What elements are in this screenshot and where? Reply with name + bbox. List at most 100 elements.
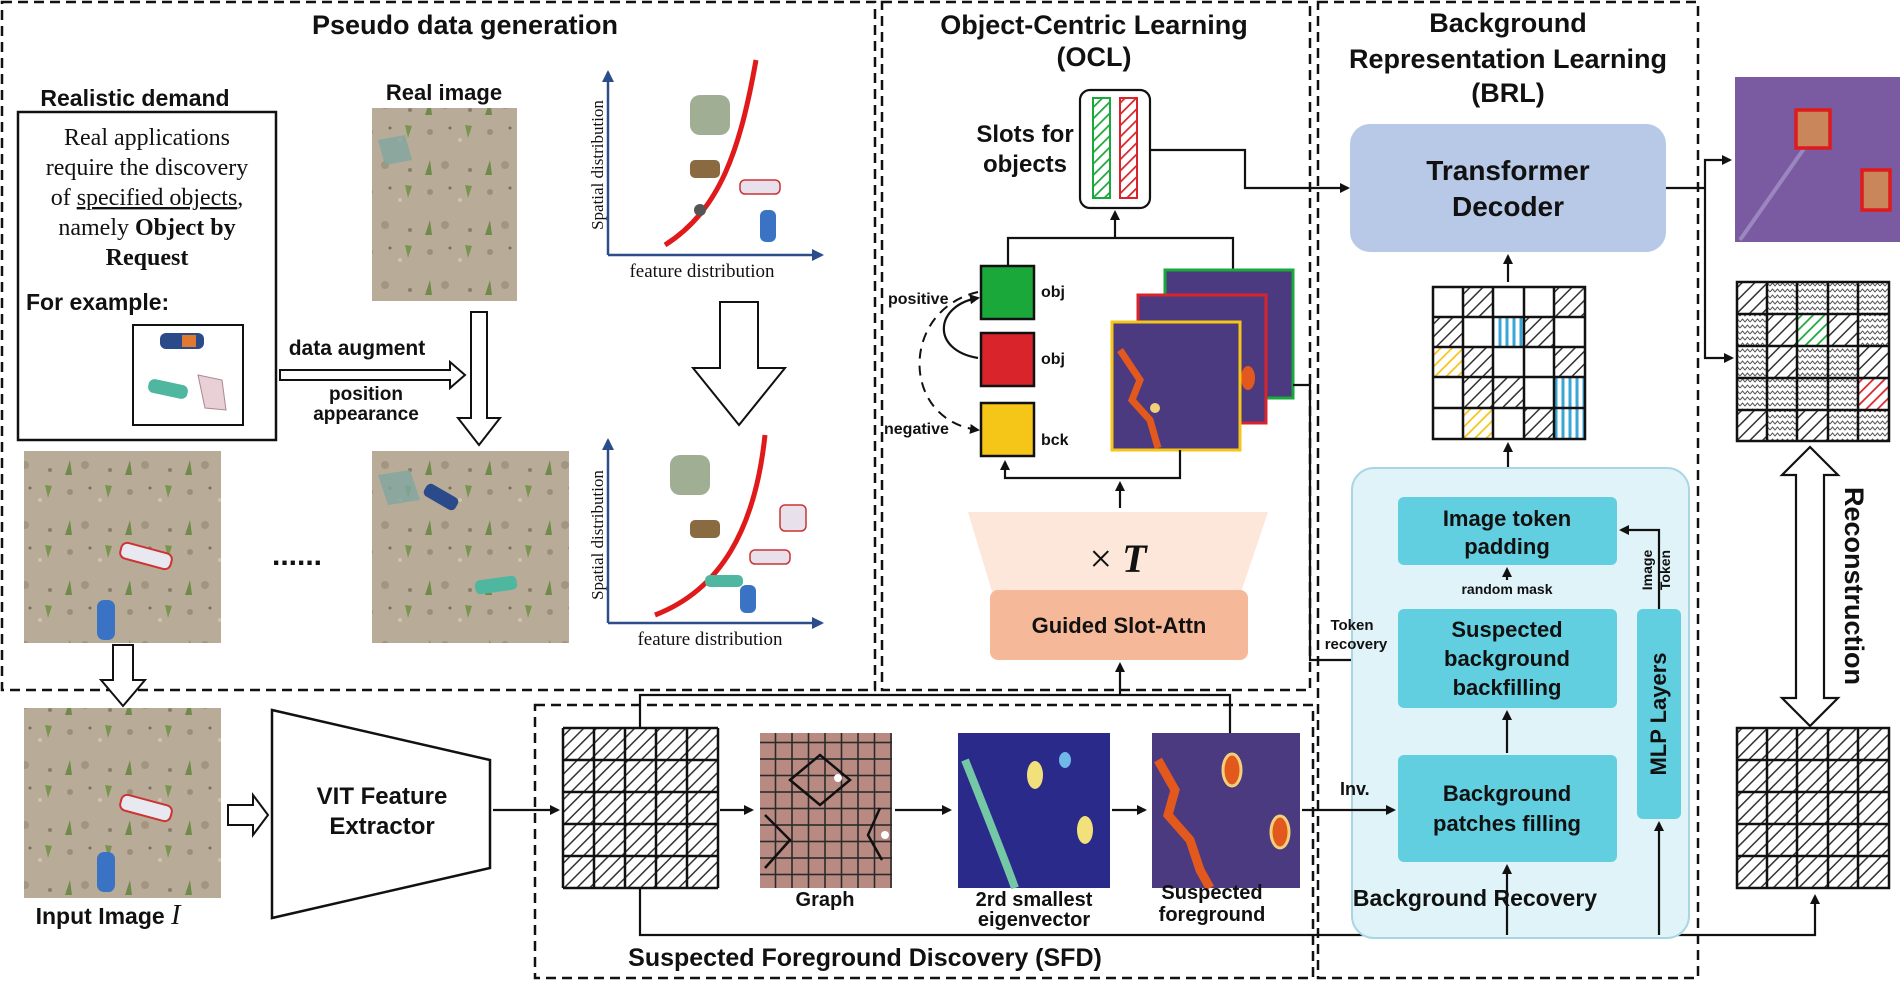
decoder-label-1: Transformer (1426, 155, 1589, 186)
ocl-region-border (880, 0, 1312, 692)
guided-slot-attn-label: Guided Slot-Attn (1032, 613, 1207, 638)
filling-label-1: Background (1443, 781, 1571, 806)
input-image (24, 708, 221, 898)
image-token-padding-box (1398, 497, 1617, 565)
suspected-foreground-map (1152, 733, 1300, 891)
image-token-label-2: Token (1657, 550, 1673, 590)
pseudo-region-border (0, 0, 877, 692)
realistic-line-1: Real applications (64, 125, 230, 151)
guided-slot-attn-box (990, 590, 1248, 660)
pseudo-sample-image (24, 451, 221, 643)
for-example-label: For example: (26, 289, 169, 315)
positive-arc (942, 294, 980, 360)
target-token-grid (1735, 726, 1891, 890)
brl-region-border (1316, 0, 1700, 980)
random-mask-label: random mask (1461, 581, 1552, 597)
mlp-layers-box (1637, 609, 1681, 819)
eigen-label-1: 2rd smallest (976, 889, 1093, 911)
realistic-line-4: namely Object by (58, 215, 235, 241)
sfd-feature-grid (561, 726, 720, 890)
transformer-decoder-box (1350, 124, 1666, 252)
feature-label-top: feature distribution (629, 261, 775, 282)
feature-label-bottom: feature distribution (637, 629, 783, 650)
padding-label-2: padding (1464, 534, 1550, 559)
mlp-to-padding-connector (1619, 525, 1661, 609)
realistic-line-2: require the discovery (46, 155, 249, 181)
backfill-label-3: backfilling (1453, 675, 1562, 700)
padding-label-1: Image token (1443, 506, 1571, 531)
slots-to-decoder-connector (1150, 148, 1350, 193)
decoder-to-recon-grid-arrow (1703, 188, 1734, 363)
decoder-to-output-arrow (1703, 155, 1732, 188)
background-patches-filling-box (1398, 755, 1617, 862)
slot-green (1092, 97, 1111, 199)
appearance-label: appearance (313, 404, 419, 425)
sfd-to-ocl-connector (638, 693, 1232, 733)
attn-map-yellow (1110, 320, 1242, 452)
sfd-title: Suspected Foreground Discovery (SFD) (628, 944, 1102, 972)
sfd-region-border (533, 703, 1315, 980)
input-to-vit-arrow (227, 792, 270, 838)
augmented-image (372, 451, 569, 643)
graph-label: Graph (796, 889, 855, 911)
reconstructed-token-grid (1735, 280, 1891, 443)
eigenvector-map (958, 733, 1110, 890)
brl-title-2: Representation Learning (1349, 44, 1667, 74)
slots-label-1: Slots for (976, 121, 1073, 148)
negative-label: negative (884, 421, 949, 438)
position-label: position (329, 384, 403, 405)
distribution-plot-top (602, 59, 824, 261)
times-t-label: × T (1090, 536, 1149, 581)
obj-slot-green (979, 264, 1036, 321)
vit-label-2: Extractor (329, 813, 434, 840)
obj-label-2: obj (1041, 351, 1065, 368)
slot-red (1119, 97, 1138, 199)
input-down-arrow (98, 644, 148, 708)
masked-token-grid (1431, 285, 1587, 441)
token-recovery-label-2: recovery (1325, 636, 1388, 653)
positive-label: positive (888, 291, 949, 308)
pseudo-title: Pseudo data generation (312, 10, 618, 40)
output-detection-image (1735, 77, 1900, 242)
bck-label: bck (1041, 432, 1069, 449)
specified-objects-text: specified objects (77, 185, 238, 211)
mlp-layers-label: MLP Layers (1646, 652, 1671, 775)
real-image-label: Real image (386, 80, 502, 105)
obj-label-1: obj (1041, 284, 1065, 301)
suspected-label-1: Suspected (1161, 882, 1262, 904)
vit-feature-extractor (270, 708, 492, 920)
real-image-top (372, 108, 517, 301)
bck-slot-yellow (979, 401, 1036, 458)
eigen-label-2: eigenvector (978, 909, 1090, 931)
distribution-plot-bottom (602, 434, 824, 629)
suspected-label-2: foreground (1159, 904, 1266, 926)
backfill-label-2: background (1444, 646, 1570, 671)
decoder-label-2: Decoder (1452, 191, 1564, 222)
data-augment-label: data augment (289, 337, 426, 360)
graph-image (760, 733, 892, 888)
iteration-trapezoid (968, 512, 1268, 595)
brl-title-3: (BRL) (1471, 78, 1544, 108)
image-token-label-1: Image (1639, 550, 1655, 591)
example-objects-image (148, 333, 227, 411)
ocl-title-1: Object-Centric Learning (940, 10, 1248, 40)
realistic-demand-title: Realistic demand (40, 85, 229, 111)
obj-slot-red (979, 331, 1036, 388)
reconstruction-double-arrow (1779, 445, 1841, 728)
ocl-title-2: (OCL) (1057, 42, 1132, 72)
reconstruction-label: Reconstruction (1839, 487, 1869, 685)
spatial-label-top: Spatial distribution (588, 100, 607, 230)
realistic-line-3: of specified objects, (51, 185, 244, 211)
spatial-label-bottom: Spatial distribution (588, 470, 607, 600)
grid-to-target-connector (638, 888, 1820, 937)
suspected-backfilling-box (1398, 609, 1617, 708)
data-augment-arrow (279, 359, 467, 391)
plot-down-arrow (690, 301, 788, 427)
token-recovery-label-1: Token (1330, 617, 1373, 634)
slots-box (1078, 88, 1152, 210)
slots-label-2: objects (983, 151, 1067, 178)
vit-label-1: VIT Feature (317, 783, 448, 810)
brl-title-1: Background (1429, 8, 1587, 38)
slots-up-connector (1006, 236, 1235, 278)
